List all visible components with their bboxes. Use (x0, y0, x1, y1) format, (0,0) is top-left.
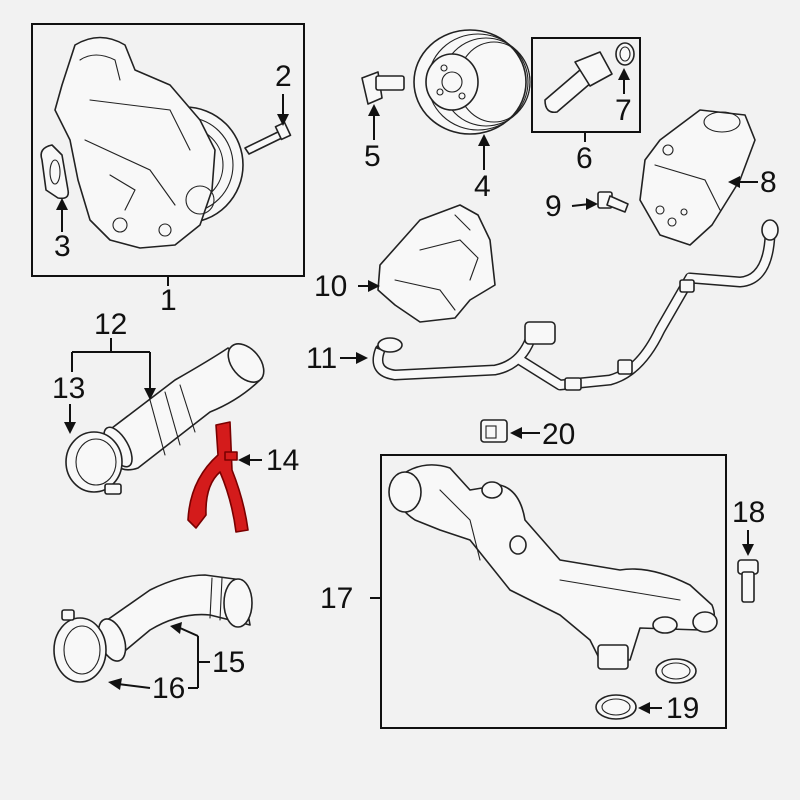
leader-lines (56, 68, 758, 714)
highlighted-coolant-pipe (187, 421, 249, 533)
callout-9[interactable]: 9 (545, 190, 562, 223)
callout-15[interactable]: 15 (212, 646, 245, 679)
water-outlet-housing (393, 464, 716, 661)
temperature-sensor (544, 69, 593, 114)
callout-11[interactable]: 11 (306, 342, 337, 375)
clip-group[interactable] (480, 419, 508, 443)
water-pump-group[interactable] (31, 23, 305, 277)
pipe-clip (480, 419, 508, 443)
callout-5[interactable]: 5 (364, 140, 381, 173)
pipe-bracket (224, 451, 238, 461)
sensor-group[interactable] (531, 37, 641, 133)
callout-14[interactable]: 14 (266, 444, 299, 477)
lower-hose-clamp (53, 617, 107, 683)
cover-group[interactable] (377, 204, 496, 323)
callout-19[interactable]: 19 (666, 692, 699, 725)
callout-18[interactable]: 18 (732, 496, 765, 529)
housing-bolt-group[interactable] (737, 559, 759, 603)
callout-8[interactable]: 8 (760, 166, 777, 199)
callout-10[interactable]: 10 (314, 270, 347, 303)
hose-clamp (65, 431, 123, 493)
callout-6[interactable]: 6 (576, 142, 593, 175)
engine-cover (377, 204, 496, 323)
callout-12[interactable]: 12 (94, 308, 127, 341)
callout-1[interactable]: 1 (160, 284, 177, 317)
callout-2[interactable]: 2 (275, 60, 292, 93)
egr-valve-group[interactable] (597, 109, 756, 246)
callout-4[interactable]: 4 (474, 170, 491, 203)
water-pump-housing (54, 36, 216, 249)
lower-hose-group[interactable] (53, 574, 253, 683)
callout-13[interactable]: 13 (52, 372, 85, 405)
callout-16[interactable]: 16 (152, 672, 185, 705)
highlighted-pipe-group[interactable] (187, 421, 249, 533)
pump-gasket (40, 144, 70, 200)
callout-3[interactable]: 3 (54, 230, 71, 263)
callout-20[interactable]: 20 (542, 418, 575, 451)
callout-7[interactable]: 7 (615, 94, 632, 127)
callout-numbers: 1 2 3 4 5 6 7 8 9 10 11 12 13 14 15 16 1… (52, 60, 777, 725)
coolant-pipe-group[interactable] (372, 219, 779, 391)
outlet-housing-group[interactable] (380, 454, 727, 729)
callout-17[interactable]: 17 (320, 582, 353, 615)
upper-hose-group[interactable] (65, 337, 271, 495)
outlet-box-frame (380, 454, 727, 729)
pulley-group[interactable] (361, 29, 531, 135)
sensor-o-ring (615, 42, 635, 66)
